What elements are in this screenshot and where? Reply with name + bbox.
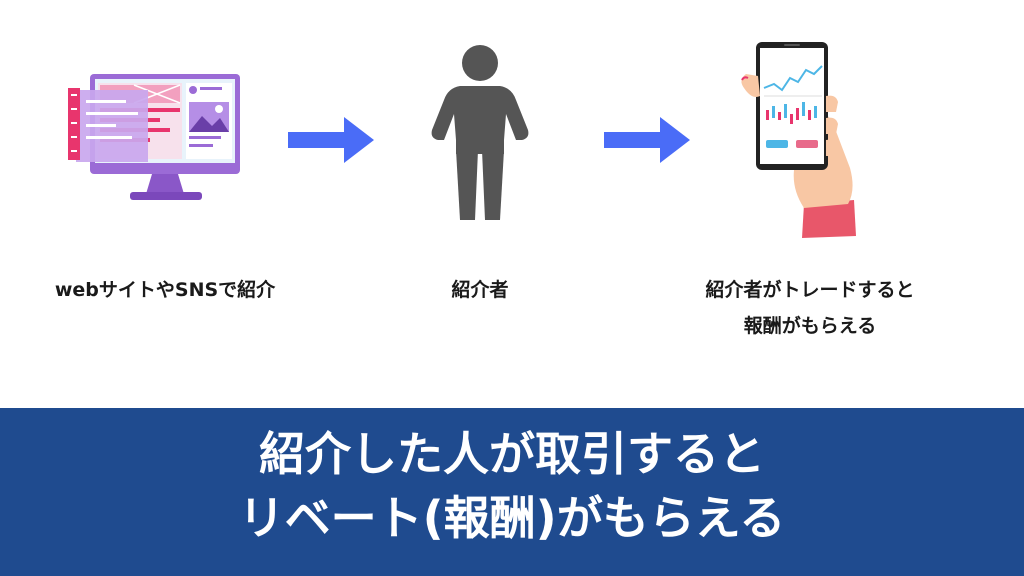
step-1-caption: webサイトやSNSで紹介 [54,279,276,301]
right-arrow-icon [288,117,374,163]
summary-banner: 紹介した人が取引すると リベート(報酬)がもらえる [0,408,1024,576]
computer-monitor-icon [68,74,240,200]
step-3-caption-line2: 報酬がもらえる [743,315,877,337]
banner-line-2: リベート(報酬)がもらえる [238,491,786,545]
step-2-caption: 紹介者 [451,279,509,301]
step-3-caption-line1: 紹介者がトレードすると [705,279,915,301]
smartphone-trading-icon [741,42,856,238]
right-arrow-icon [604,117,690,163]
step-3-caption: 紹介者がトレードすると 報酬がもらえる [650,272,970,344]
banner-line-1: 紹介した人が取引すると [259,427,765,481]
person-silhouette-icon [431,45,529,220]
